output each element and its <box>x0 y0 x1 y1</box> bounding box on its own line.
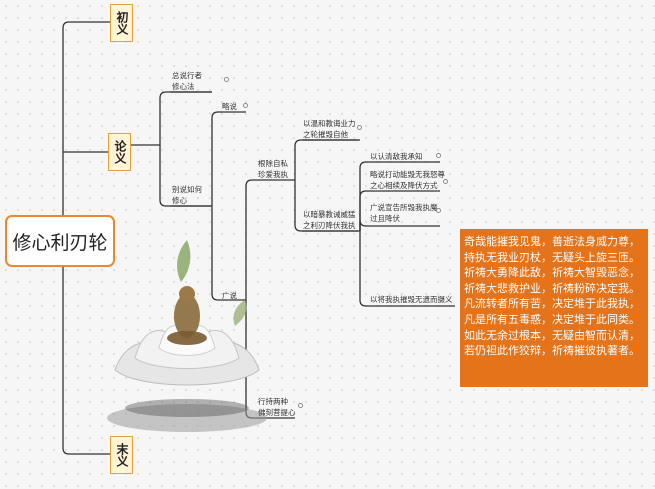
node-broad-action-line-1: 广说宣告所毁我执魔 <box>370 203 438 212</box>
node-detailed[interactable]: 别说如何 修心 <box>172 184 202 206</box>
node-conclusion[interactable]: 以将我执摧毁无遗而摄义 <box>370 294 453 305</box>
node-root-reason-line-2: 珍爱我执 <box>258 170 288 179</box>
section-main-label: 论义 <box>113 140 127 164</box>
node-broad-action-line-2: 过且降伏 <box>370 214 400 223</box>
node-root-reason-line-1: 根除自私 <box>258 159 288 168</box>
node-brief[interactable]: 略说 <box>222 101 237 112</box>
node-practice[interactable]: 行持两种 佛刻菩提心 <box>258 396 296 418</box>
section-intro[interactable]: 初义 <box>110 4 133 42</box>
verse-line: 如此无余过根本，无疑由智而认清， <box>464 328 640 342</box>
expand-toggle-brief[interactable] <box>243 103 248 108</box>
node-broad-action[interactable]: 广说宣告所毁我执魔 过且降伏 <box>370 202 438 224</box>
expand-toggle-broad-action[interactable] <box>436 208 441 213</box>
node-fierce[interactable]: 以暗暴教诫威猛 之利刃降伏我执 <box>303 209 356 231</box>
node-extensive[interactable]: 广说 <box>222 290 237 301</box>
verse-line: 凡是所有五毒惑，决定堆于此同类。 <box>464 312 640 326</box>
verse-line: 祈祷大悲救护业，祈祷粉碎决定我。 <box>464 281 640 295</box>
node-fierce-line-1: 以暗暴教诫威猛 <box>303 210 356 219</box>
node-brief-action[interactable]: 略说打动能毁无我怒尊 之心相续及降伏方式 <box>370 169 445 191</box>
node-extensive-label: 广说 <box>222 291 237 300</box>
node-practice-line-2: 佛刻菩提心 <box>258 408 296 417</box>
lotus-buddha-illustration <box>107 240 267 432</box>
node-gentle-line-2: 之轮摧毁自他 <box>303 130 348 139</box>
section-main[interactable]: 论义 <box>108 133 131 171</box>
verse-line: 奇哉能摧我见鬼，善逝法身威力尊， <box>464 235 640 248</box>
verse-box: 奇哉能摧我见鬼，善逝法身威力尊， 持执无我业刃杖，无疑头上旋三匝。 祈祷大勇降此… <box>460 229 648 387</box>
expand-toggle-gentle[interactable] <box>357 125 362 130</box>
node-summary-line-1: 总说行者 <box>172 71 202 80</box>
node-pure[interactable]: 以认清敌我承知 <box>370 151 423 162</box>
node-gentle-line-1: 以温和教诲业力 <box>303 119 356 128</box>
node-brief-label: 略说 <box>222 102 237 111</box>
node-brief-action-line-1: 略说打动能毁无我怒尊 <box>370 170 445 179</box>
node-conclusion-label: 以将我执摧毁无遗而摄义 <box>370 295 453 304</box>
verse-line: 凡流转者所有苦，决定堆于此我执， <box>464 297 640 311</box>
expand-toggle-practice[interactable] <box>298 403 303 408</box>
node-pure-label: 以认清敌我承知 <box>370 152 423 161</box>
section-conclusion[interactable]: 末义 <box>110 436 133 474</box>
node-brief-action-line-2: 之心相续及降伏方式 <box>370 181 438 190</box>
section-conclusion-label: 末义 <box>115 443 129 467</box>
node-detailed-line-2: 修心 <box>172 196 187 205</box>
node-root-reason[interactable]: 根除自私 珍爱我执 <box>258 158 288 180</box>
verse-line: 祈祷大勇降此敌，祈祷大智毁恶念， <box>464 266 640 280</box>
node-summary[interactable]: 总说行者 修心法 <box>172 70 202 92</box>
node-detailed-line-1: 别说如何 <box>172 185 202 194</box>
node-summary-line-2: 修心法 <box>172 82 195 91</box>
root-node[interactable]: 修心利刃轮 <box>5 215 115 267</box>
verse-line: 若仍袒此作狡辩，祈祷摧彼执著者。 <box>464 344 640 358</box>
node-gentle[interactable]: 以温和教诲业力 之轮摧毁自他 <box>303 118 356 140</box>
root-title: 修心利刃轮 <box>12 231 108 254</box>
expand-toggle-pure[interactable] <box>436 153 441 158</box>
expand-toggle-summary[interactable] <box>224 77 229 82</box>
expand-toggle-brief-action[interactable] <box>443 179 448 184</box>
section-intro-char-1: 初义 <box>115 11 129 35</box>
node-fierce-line-2: 之利刃降伏我执 <box>303 221 356 230</box>
node-practice-line-1: 行持两种 <box>258 397 288 406</box>
verse-line: 持执无我业刃杖，无疑头上旋三匝。 <box>464 250 640 264</box>
